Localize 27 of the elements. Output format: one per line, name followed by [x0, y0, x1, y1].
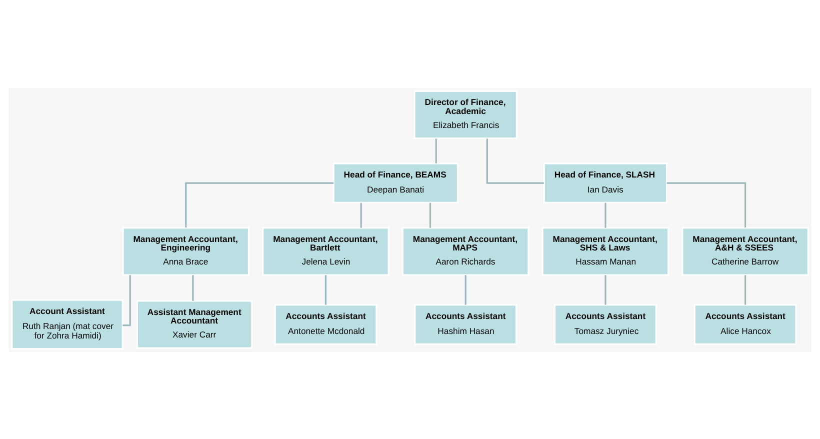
- connector: [666, 182, 746, 228]
- node-box: Head of Finance, BEAMS Deepan Banati: [332, 162, 459, 203]
- connector: [435, 138, 437, 163]
- node-box: Head of Finance, SLASH Ian Davis: [543, 162, 668, 203]
- node-box: Account Assistant Ruth Ranjan (mat cover for Zohra Hamidi): [11, 298, 124, 350]
- node-box: Accounts Assistant Tomasz Juryniec: [554, 304, 657, 344]
- connector: [185, 182, 334, 228]
- node-box: Accounts Assistant Hashim Hasan: [414, 304, 518, 344]
- connector: [486, 138, 544, 184]
- node-box: Management Accountant, Engineering Anna Brace: [122, 226, 250, 276]
- node-box: Assistant Management Accountant Xavier Carr: [136, 300, 253, 348]
- connector: [324, 274, 327, 304]
- node-box: Accounts Assistant Antonette Mcdonald: [274, 304, 378, 344]
- node-box: Management Accountant, A&H & SSEES Catherine Barrow: [682, 226, 809, 276]
- node-box: Director of Finance, Academic Elizabeth Francis: [414, 90, 518, 139]
- connector: [604, 274, 606, 304]
- node-box: Management Accountant, MAPS Aaron Richards: [402, 226, 530, 276]
- connector: [464, 274, 466, 304]
- connector: [429, 202, 432, 228]
- connector: [604, 202, 606, 228]
- node-box: Management Accountant, Bartlett Jelena Levin: [262, 226, 390, 276]
- connector: [744, 274, 746, 304]
- node-box: Accounts Assistant Alice Hancox: [694, 304, 797, 344]
- node-box: Management Accountant, SHS & Laws Hassam Manan: [542, 226, 670, 276]
- connector: [360, 202, 362, 228]
- connector: [192, 274, 194, 300]
- connector: [122, 274, 131, 326]
